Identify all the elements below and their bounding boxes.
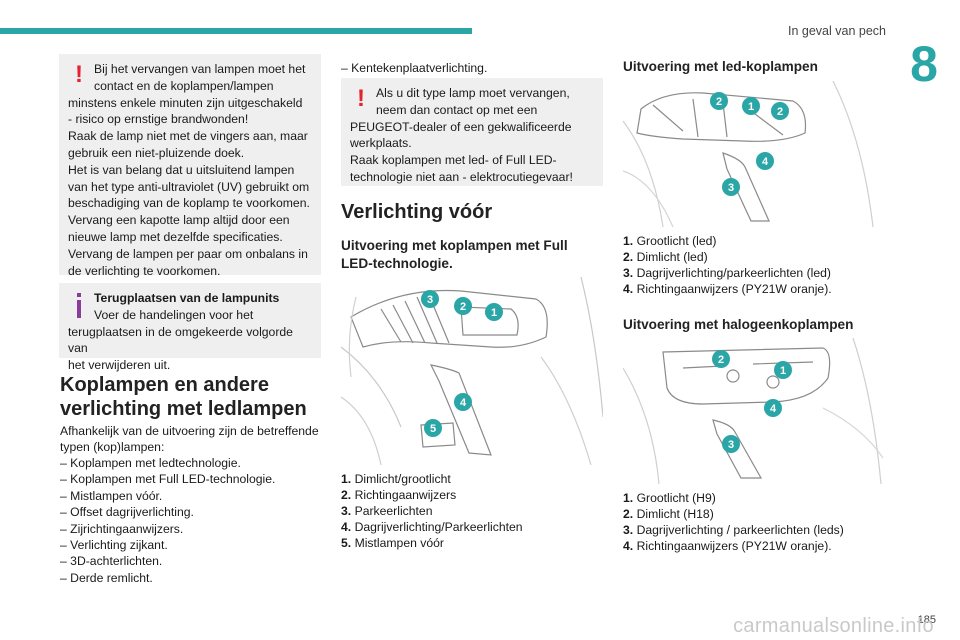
svg-text:1: 1	[780, 365, 786, 377]
figure-full-led-headlamp: 3 2 1 4 5	[341, 277, 603, 465]
intro-text: Afhankelijk van de uitvoering zijn de be…	[60, 424, 319, 455]
list-item: 2. Dimlicht (led)	[623, 250, 708, 264]
list-item: – Mistlampen vóór.	[60, 488, 163, 503]
info-title: Terugplaatsen van de lampunits	[94, 291, 280, 305]
list-item: – Offset dagrijverlichting.	[60, 505, 194, 520]
header-accent-bar	[0, 28, 472, 34]
subheading-full-led: Uitvoering met koplampen met Full LED-te…	[341, 238, 568, 271]
svg-text:3: 3	[427, 294, 433, 306]
watermark: carmanualsonline.info	[733, 615, 934, 637]
list-item: 3. Dagrijverlichting/parkeerlichten (led…	[623, 266, 831, 280]
svg-text:4: 4	[770, 403, 777, 415]
subheading-led-headlamps: Uitvoering met led-koplampen	[623, 59, 818, 74]
list-item: – Koplampen met ledtechnologie.	[60, 456, 241, 470]
list-item: 4. Richtingaanwijzers (PY21W oranje).	[623, 539, 832, 553]
figure-badge: 1	[485, 303, 503, 321]
figure-badge: 3	[722, 178, 740, 196]
svg-text:1: 1	[491, 307, 497, 319]
figure-badge: 4	[764, 399, 782, 417]
chapter-number: 8	[910, 36, 938, 92]
figure-badge: 2	[712, 350, 730, 368]
svg-text:2: 2	[460, 301, 466, 313]
list-item-plate-light: – Kentekenplaatverlichting.	[341, 61, 488, 75]
list-item: 5. Mistlampen vóór	[341, 536, 444, 550]
info-icon	[68, 290, 90, 318]
heading-front-lighting: Verlichting vóór	[341, 201, 493, 223]
legend-halogen: 1. Grootlicht (H9) 2. Dimlicht (H18) 3. …	[623, 490, 844, 554]
info-box-refit: Terugplaatsen van de lampunits Voer de h…	[59, 283, 321, 372]
list-item: 3. Dagrijverlichting / parkeerlichten (l…	[623, 523, 844, 537]
svg-text:3: 3	[728, 182, 734, 194]
figure-badge: 4	[454, 393, 472, 411]
list-item: 1. Dimlicht/grootlicht	[341, 472, 451, 486]
list-item: 3. Parkeerlichten	[341, 504, 433, 518]
warning-box-bulbs: ! Bij het vervangen van lampen moet het …	[59, 54, 321, 278]
svg-text:2: 2	[777, 106, 783, 118]
svg-text:3: 3	[728, 439, 734, 451]
list-item: 1. Grootlicht (H9)	[623, 491, 716, 505]
svg-text:4: 4	[460, 397, 467, 409]
warning-icon: !	[357, 85, 365, 112]
figure-badge: 2	[710, 92, 728, 110]
list-item: 4. Richtingaanwijzers (PY21W oranje).	[623, 282, 832, 296]
list-item: – Derde remlicht.	[60, 570, 153, 585]
svg-text:4: 4	[762, 156, 769, 168]
section-title: In geval van pech	[788, 24, 886, 38]
heading-led-lighting: Koplampen en andere verlichting met ledl…	[60, 374, 307, 420]
figure-badge: 2	[454, 297, 472, 315]
svg-text:1: 1	[748, 101, 754, 113]
list-item: 1. Grootlicht (led)	[623, 234, 717, 248]
warning-text: Bij het vervangen van lampen moet het co…	[68, 62, 310, 278]
list-item: 2. Richtingaanwijzers	[341, 488, 457, 502]
list-item: – 3D-achterlichten.	[60, 554, 163, 569]
figure-badge: 4	[756, 152, 774, 170]
list-item: 2. Dimlicht (H18)	[623, 507, 714, 521]
list-item: – Zijrichtingaanwijzers.	[60, 521, 184, 536]
warning-icon: !	[75, 61, 83, 88]
figure-badge: 5	[424, 419, 442, 437]
page-number: 185	[917, 614, 936, 626]
figure-badge: 3	[421, 290, 439, 308]
figure-badge: 2	[771, 102, 789, 120]
figure-led-headlamp: 2 1 2 4 3	[623, 81, 883, 227]
svg-text:5: 5	[430, 423, 436, 435]
figure-badge: 1	[742, 97, 760, 115]
figure-badge: 3	[722, 435, 740, 453]
info-text: Terugplaatsen van de lampunits Voer de h…	[68, 291, 293, 373]
warning-box-led: ! Als u dit type lamp moet vervangen, ne…	[341, 78, 603, 186]
figure-badge: 1	[774, 361, 792, 379]
figure-halogen-headlamp: 2 1 4 3	[623, 338, 883, 484]
legend-led: 1. Grootlicht (led) 2. Dimlicht (led) 3.…	[623, 233, 832, 297]
warning-text: Als u dit type lamp moet vervangen, neem…	[350, 86, 573, 184]
list-item: 4. Dagrijverlichting/Parkeerlichten	[341, 520, 523, 534]
svg-text:2: 2	[718, 354, 724, 366]
svg-text:2: 2	[716, 96, 722, 108]
legend-full-led: 1. Dimlicht/grootlicht 2. Richtingaanwij…	[341, 471, 523, 551]
subheading-halogen-headlamps: Uitvoering met halogeenkoplampen	[623, 317, 854, 332]
lamp-type-list: – Koplampen met ledtechnologie. – Koplam…	[60, 455, 275, 586]
list-item: – Verlichting zijkant.	[60, 538, 168, 553]
list-item: – Koplampen met Full LED-technologie.	[60, 472, 276, 487]
